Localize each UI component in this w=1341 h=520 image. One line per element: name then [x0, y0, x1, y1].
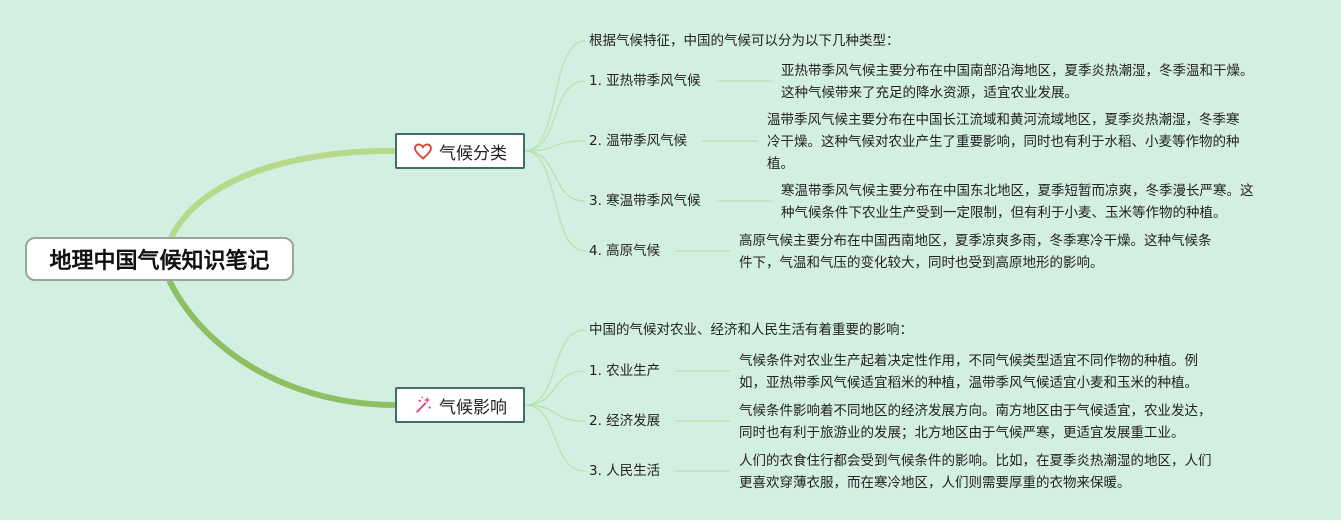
sub-connector: [524, 150, 586, 202]
branch-title-influence: 气候影响: [439, 397, 507, 418]
item-label-plateau[interactable]: 4. 高原气候: [589, 243, 661, 259]
heart-icon: [413, 141, 433, 161]
desc-line: 种气候条件下农业生产受到一定限制，但有利于小麦、玉米等作物的种植。: [781, 205, 1227, 221]
item-desc-subtropical: 亚热带季风气候主要分布在中国南部沿海地区，夏季炎热潮湿，冬季温和干燥。 这种气候…: [781, 60, 1254, 104]
item-desc-daily-life: 人们的衣食住行都会受到气候条件的影响。比如，在夏季炎热潮湿的地区，人们 更喜欢穿…: [739, 450, 1212, 494]
desc-line: 植。: [767, 156, 794, 172]
desc-line: 同时也有利于旅游业的发展；北方地区由于气候严寒，更适宜发展重工业。: [739, 425, 1185, 441]
desc-line: 气候条件对农业生产起着决定性作用，不同气候类型适宜不同作物的种植。例: [739, 353, 1198, 369]
desc-line: 寒温带季风气候主要分布在中国东北地区，夏季短暂而凉爽，冬季漫长严寒。这: [781, 183, 1254, 199]
desc-line: 件下，气温和气压的变化较大，同时也受到高原地形的影响。: [739, 255, 1104, 271]
sub-connector: [524, 40, 586, 152]
desc-line: 温带季风气候主要分布在中国长江流域和黄河流域地区，夏季炎热潮湿，冬季寒: [767, 112, 1240, 128]
sub-connectors: [524, 40, 772, 472]
desc-line: 冷干燥。这种气候对农业产生了重要影响，同时也有利于水稻、小麦等作物的种: [767, 134, 1240, 150]
item-desc-temperate: 温带季风气候主要分布在中国长江流域和黄河流域地区，夏季炎热潮湿，冬季寒 冷干燥。…: [767, 109, 1240, 175]
item-label-agriculture[interactable]: 1. 农业生产: [589, 363, 661, 379]
desc-line: 气候条件影响着不同地区的经济发展方向。南方地区由于气候适宜，农业发达，: [739, 403, 1212, 419]
item-label-economy[interactable]: 2. 经济发展: [589, 413, 661, 429]
item-label-cold-temperate[interactable]: 3. 寒温带季风气候: [589, 193, 701, 209]
item-desc-economy: 气候条件影响着不同地区的经济发展方向。南方地区由于气候适宜，农业发达， 同时也有…: [739, 400, 1212, 444]
item-label-subtropical[interactable]: 1. 亚热带季风气候: [589, 73, 701, 89]
sub-connector: [524, 80, 586, 152]
connector-root-to-influence: [167, 279, 398, 408]
intro-classification: 根据气候特征，中国的气候可以分为以下几种类型：: [589, 33, 900, 49]
root-title: 地理中国气候知识笔记: [49, 249, 270, 274]
item-label-daily-life[interactable]: 3. 人民生活: [589, 463, 661, 479]
desc-line: 高原气候主要分布在中国西南地区，夏季凉爽多雨，冬季寒冷干燥。这种气候条: [739, 233, 1212, 249]
desc-line: 如，亚热带季风气候适宜稻米的种植，温带季风气候适宜小麦和玉米的种植。: [739, 375, 1198, 391]
desc-line: 这种气候带来了充足的降水资源，适宜农业发展。: [781, 85, 1078, 101]
desc-line: 人们的衣食住行都会受到气候条件的影响。比如，在夏季炎热潮湿的地区，人们: [739, 453, 1212, 469]
intro-influence: 中国的气候对农业、经济和人民生活有着重要的影响：: [589, 322, 913, 338]
root-node[interactable]: 地理中国气候知识笔记: [25, 237, 294, 281]
item-desc-agriculture: 气候条件对农业生产起着决定性作用，不同气候类型适宜不同作物的种植。例 如，亚热带…: [739, 350, 1198, 394]
item-desc-cold-temperate: 寒温带季风气候主要分布在中国东北地区，夏季短暂而凉爽，冬季漫长严寒。这 种气候条…: [781, 180, 1254, 224]
sub-connector: [524, 140, 586, 152]
connector-root-to-classification: [167, 147, 398, 243]
sub-connector: [524, 329, 586, 406]
branch-node-classification[interactable]: 气候分类: [395, 133, 525, 169]
sub-connector: [524, 404, 586, 422]
branch-title-classification: 气候分类: [439, 143, 507, 164]
item-label-temperate[interactable]: 2. 温带季风气候: [589, 133, 688, 149]
sub-connector: [524, 150, 586, 252]
branch-node-influence[interactable]: 气候影响: [395, 387, 525, 423]
sub-connector: [524, 370, 586, 406]
item-desc-plateau: 高原气候主要分布在中国西南地区，夏季凉爽多雨，冬季寒冷干燥。这种气候条 件下，气…: [739, 230, 1212, 274]
sub-connector: [524, 404, 586, 472]
desc-line: 亚热带季风气候主要分布在中国南部沿海地区，夏季炎热潮湿，冬季温和干燥。: [781, 63, 1254, 79]
desc-line: 更喜欢穿薄衣服，而在寒冷地区，人们则需要厚重的衣物来保暖。: [739, 475, 1131, 491]
sparkle-wand-icon: [413, 395, 433, 415]
